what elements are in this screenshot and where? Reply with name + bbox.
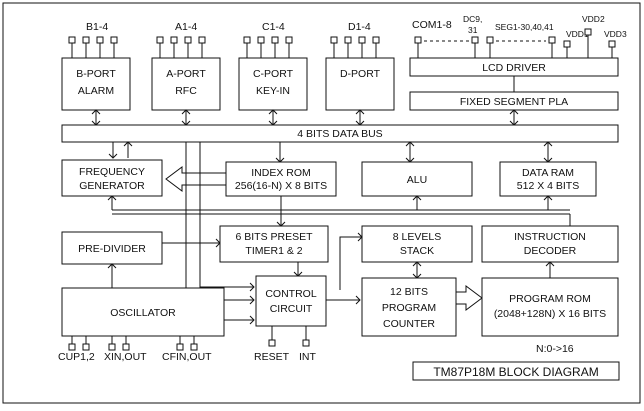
frequency-generator-label-1: FREQUENCY	[79, 166, 145, 178]
n-range-note: N:0->16	[536, 343, 574, 355]
timer-label-2: TIMER1 & 2	[245, 245, 302, 257]
pin-label-a: A1-4	[175, 21, 197, 33]
stack-block	[361, 225, 473, 263]
index-rom-label-2: 256(16-N) X 8 BITS	[235, 180, 327, 192]
program-counter-label-2: PROGRAM	[382, 302, 436, 314]
index-rom-label-1: INDEX ROM	[251, 167, 311, 179]
port-pins	[68, 36, 380, 58]
d-port-block	[325, 57, 395, 111]
instruction-decoder-label-2: DECODER	[524, 245, 577, 257]
oscillator-label: OSCILLATOR	[110, 307, 176, 319]
program-rom-block	[481, 277, 619, 337]
frequency-generator-block	[61, 159, 163, 197]
pin-label-vdd1: VDD1	[566, 29, 589, 39]
instruction-decoder-label-1: INSTRUCTION	[514, 231, 586, 243]
pin-label-vdd2: VDD2	[582, 14, 605, 24]
bus-to-timer-arrow	[276, 214, 286, 227]
d-port-label: D-PORT	[340, 68, 381, 80]
timer-label-1: 6 BITS PRESET	[235, 231, 313, 243]
pin-label-c: C1-4	[262, 21, 285, 33]
internal-bus-arrows	[107, 195, 571, 226]
index-to-freq-arrow	[165, 166, 227, 192]
pin-label-d: D1-4	[348, 21, 371, 33]
frequency-generator-label-2: GENERATOR	[79, 180, 145, 192]
a-port-label-1: A-PORT	[166, 68, 206, 80]
title-box	[412, 361, 620, 381]
a-port-block	[151, 57, 221, 111]
program-counter-block	[361, 277, 457, 337]
c-port-block	[238, 57, 308, 111]
control-pins	[268, 326, 310, 347]
c-port-label-1: C-PORT	[253, 68, 294, 80]
program-counter-label-1: 12 BITS	[390, 286, 428, 298]
port-bus-arrows	[91, 109, 519, 126]
rom-to-decoder-arrow	[545, 261, 555, 278]
pin-label-com: COM1-8	[412, 19, 452, 31]
diagram-title: TM87P18M BLOCK DIAGRAM	[433, 365, 598, 379]
timer-block	[219, 225, 329, 263]
bus-down-arrows	[108, 141, 553, 163]
lcd-driver-label: LCD DRIVER	[482, 62, 546, 74]
internal-bus-lines	[111, 196, 570, 215]
pin-label-seg: SEG1-30,40,41	[495, 22, 554, 32]
pin-label-cup: CUP1,2	[58, 351, 95, 363]
control-to-stack-arrow	[339, 232, 363, 290]
stack-label-1: 8 LEVELS	[393, 231, 441, 243]
control-circuit-label-1: CONTROL	[265, 288, 316, 300]
control-circuit-block	[255, 275, 327, 327]
program-counter-label-3: COUNTER	[383, 318, 435, 330]
program-rom-label-1: PROGRAM ROM	[509, 293, 591, 305]
b-port-block	[61, 57, 131, 111]
data-ram-label-2: 512 X 4 BITS	[517, 180, 579, 192]
index-rom-block	[225, 161, 337, 197]
oscillator-pins	[68, 336, 198, 351]
program-rom-label-2: (2048+128N) X 16 BITS	[494, 308, 606, 320]
pin-label-xin: XIN,OUT	[104, 351, 147, 363]
fixed-segment-pla-label: FIXED SEGMENT PLA	[460, 96, 568, 108]
control-to-pc-arrow	[326, 295, 361, 305]
pin-label-b: B1-4	[86, 21, 108, 33]
control-circuit-label-2: CIRCUIT	[270, 303, 313, 315]
a-port-label-2: RFC	[175, 85, 197, 97]
lcd-pins	[414, 28, 616, 58]
pin-label-dc9-31: 31	[468, 25, 478, 35]
b-port-label-2: ALARM	[78, 85, 114, 97]
data-bus-block	[61, 124, 619, 143]
pin-label-dc9: DC9,	[463, 14, 482, 24]
pin-label-vdd3: VDD3	[604, 29, 627, 39]
instruction-decoder-block	[481, 225, 619, 263]
b-port-label-1: B-PORT	[76, 68, 116, 80]
pre-divider-label: PRE-DIVIDER	[78, 243, 146, 255]
alu-label: ALU	[407, 174, 427, 186]
c-port-label-2: KEY-IN	[256, 85, 290, 97]
pin-label-cfin: CFIN,OUT	[162, 351, 212, 363]
osc-to-control-arrow	[224, 315, 255, 325]
pc-to-rom-arrow	[455, 285, 483, 311]
oscillator-block	[61, 287, 225, 337]
data-ram-label-1: DATA RAM	[522, 167, 574, 179]
pin-label-int: INT	[299, 351, 317, 363]
data-bus-label: 4 BITS DATA BUS	[297, 128, 382, 140]
pin-label-reset: RESET	[254, 351, 290, 363]
stack-label-2: STACK	[400, 245, 434, 257]
osc-to-prediv-arrow	[107, 263, 117, 288]
